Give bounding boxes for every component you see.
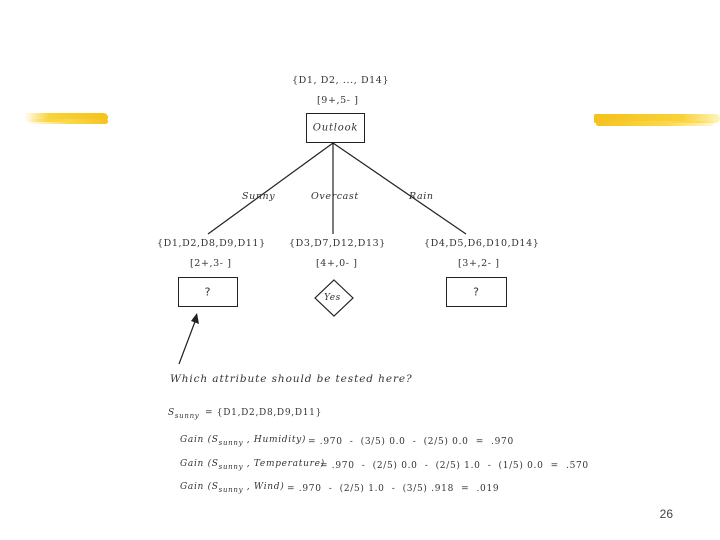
rain-set: {D4,D5,D6,D10,D14} <box>424 238 539 249</box>
question-text: Which attribute should be tested here? <box>170 373 413 385</box>
gain-wind-label: Gain (Ssunny , Wind) <box>180 482 284 494</box>
rain-node[interactable]: ? <box>446 277 507 307</box>
sunny-node-label: ? <box>179 286 237 299</box>
edge-sunny <box>208 143 333 234</box>
gain-humidity-label: Gain (Ssunny , Humidity) <box>180 435 306 447</box>
rain-node-label: ? <box>447 286 506 299</box>
gain-humidity-expr: = .970 - (3/5) 0.0 - (2/5) 0.0 = .970 <box>308 437 514 447</box>
arrow-to-sunny-node <box>179 313 199 364</box>
gain-attribute: , Wind) <box>243 482 284 492</box>
s-sunny-value: = {D1,D2,D8,D9,D11} <box>205 408 322 418</box>
sunny-set: {D1,D2,D8,D9,D11} <box>157 238 266 249</box>
gain-temperature-expr: = .970 - (2/5) 0.0 - (2/5) 1.0 - (1/5) 0… <box>320 461 589 471</box>
s-sunny-definition: Ssunny <box>168 408 199 420</box>
gain-wind-expr: = .970 - (2/5) 1.0 - (3/5) .918 = .019 <box>287 484 499 494</box>
root-set: {D1, D2, ..., D14} <box>292 75 389 86</box>
edge-label-rain: Rain <box>409 191 434 202</box>
page-number: 26 <box>660 507 673 521</box>
edge-label-sunny: Sunny <box>242 191 275 202</box>
s-sunny-subscript: sunny <box>175 412 200 420</box>
overcast-node-label: Yes <box>324 293 341 303</box>
gain-prefix: Gain (S <box>180 482 219 492</box>
edge-label-overcast: Overcast <box>311 191 359 202</box>
gain-prefix: Gain (S <box>180 435 219 445</box>
overcast-counts: [4+,0- ] <box>316 258 358 269</box>
gain-attribute: , Temperature) <box>243 459 325 469</box>
sunny-counts: [2+,3- ] <box>190 258 232 269</box>
outlook-node[interactable]: Outlook <box>306 113 365 143</box>
edge-rain <box>333 143 466 234</box>
rain-counts: [3+,2- ] <box>458 258 500 269</box>
gain-subscript: sunny <box>219 439 244 447</box>
gain-subscript: sunny <box>219 486 244 494</box>
sunny-node[interactable]: ? <box>178 277 238 307</box>
s-sunny-symbol: S <box>168 408 175 418</box>
outlook-label: Outlook <box>307 123 364 134</box>
overcast-set: {D3,D7,D12,D13} <box>289 238 386 249</box>
gain-prefix: Gain (S <box>180 459 219 469</box>
gain-subscript: sunny <box>219 463 244 471</box>
gain-attribute: , Humidity) <box>243 435 306 445</box>
gain-temperature-label: Gain (Ssunny , Temperature) <box>180 459 325 471</box>
root-counts: [9+,5- ] <box>317 95 359 106</box>
